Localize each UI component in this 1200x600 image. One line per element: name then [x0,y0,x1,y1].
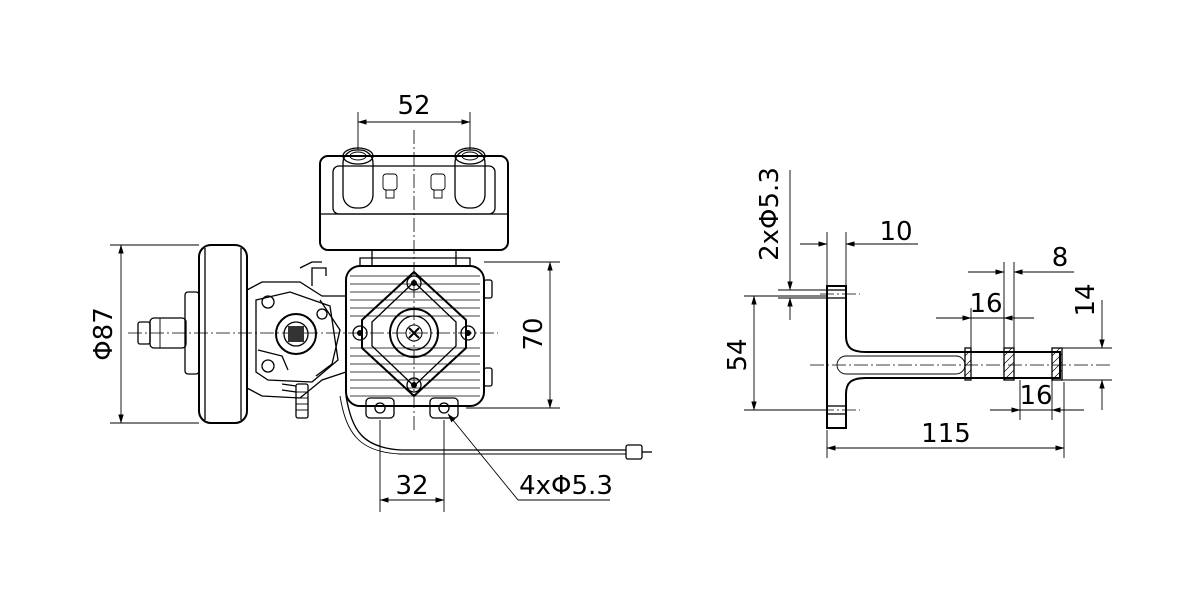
carburetor [246,261,347,419]
dim-text-2xphi5-3: 2xΦ5.3 [755,167,785,261]
dimension-16-upper: 16 [936,289,1034,348]
dimension-54: 54 [723,295,826,411]
dimension-2xphi5-3: 2xΦ5.3 [755,167,826,320]
dimension-phi87: Φ87 [89,244,199,424]
dim-text-16-lower: 16 [1019,381,1052,411]
dim-text-70: 70 [519,317,549,350]
leader-mount-holes: 4xΦ5.3 [447,413,613,501]
dim-text-52: 52 [397,91,430,121]
section-hatch [964,347,1063,381]
dim-text-54: 54 [723,338,753,371]
dim-text-10: 10 [879,217,912,247]
dim-text-32: 32 [395,471,428,501]
dim-text-115: 115 [921,419,971,449]
dimension-10: 10 [800,217,918,286]
flywheel [137,244,248,424]
dimension-52: 52 [357,91,471,150]
dimension-115: 115 [826,382,1065,458]
cooling-fins [350,275,480,397]
dim-text-14: 14 [1071,283,1101,316]
dim-text-4xphi5-3: 4xΦ5.3 [519,471,613,501]
dimension-14: 14 [1062,283,1112,410]
dim-text-phi87: Φ87 [89,307,119,361]
dimension-32: 32 [379,420,445,512]
dim-text-16-upper: 16 [969,289,1002,319]
crankcase-block [345,250,493,419]
dimension-16-lower: 16 [990,380,1084,420]
dimension-70: 70 [466,261,560,409]
spark-plug-lead [339,395,652,460]
dim-text-8: 8 [1052,243,1069,273]
mount-bracket-view [810,285,1110,429]
engine-front-view [128,130,652,460]
fuel-nipple [281,383,309,419]
